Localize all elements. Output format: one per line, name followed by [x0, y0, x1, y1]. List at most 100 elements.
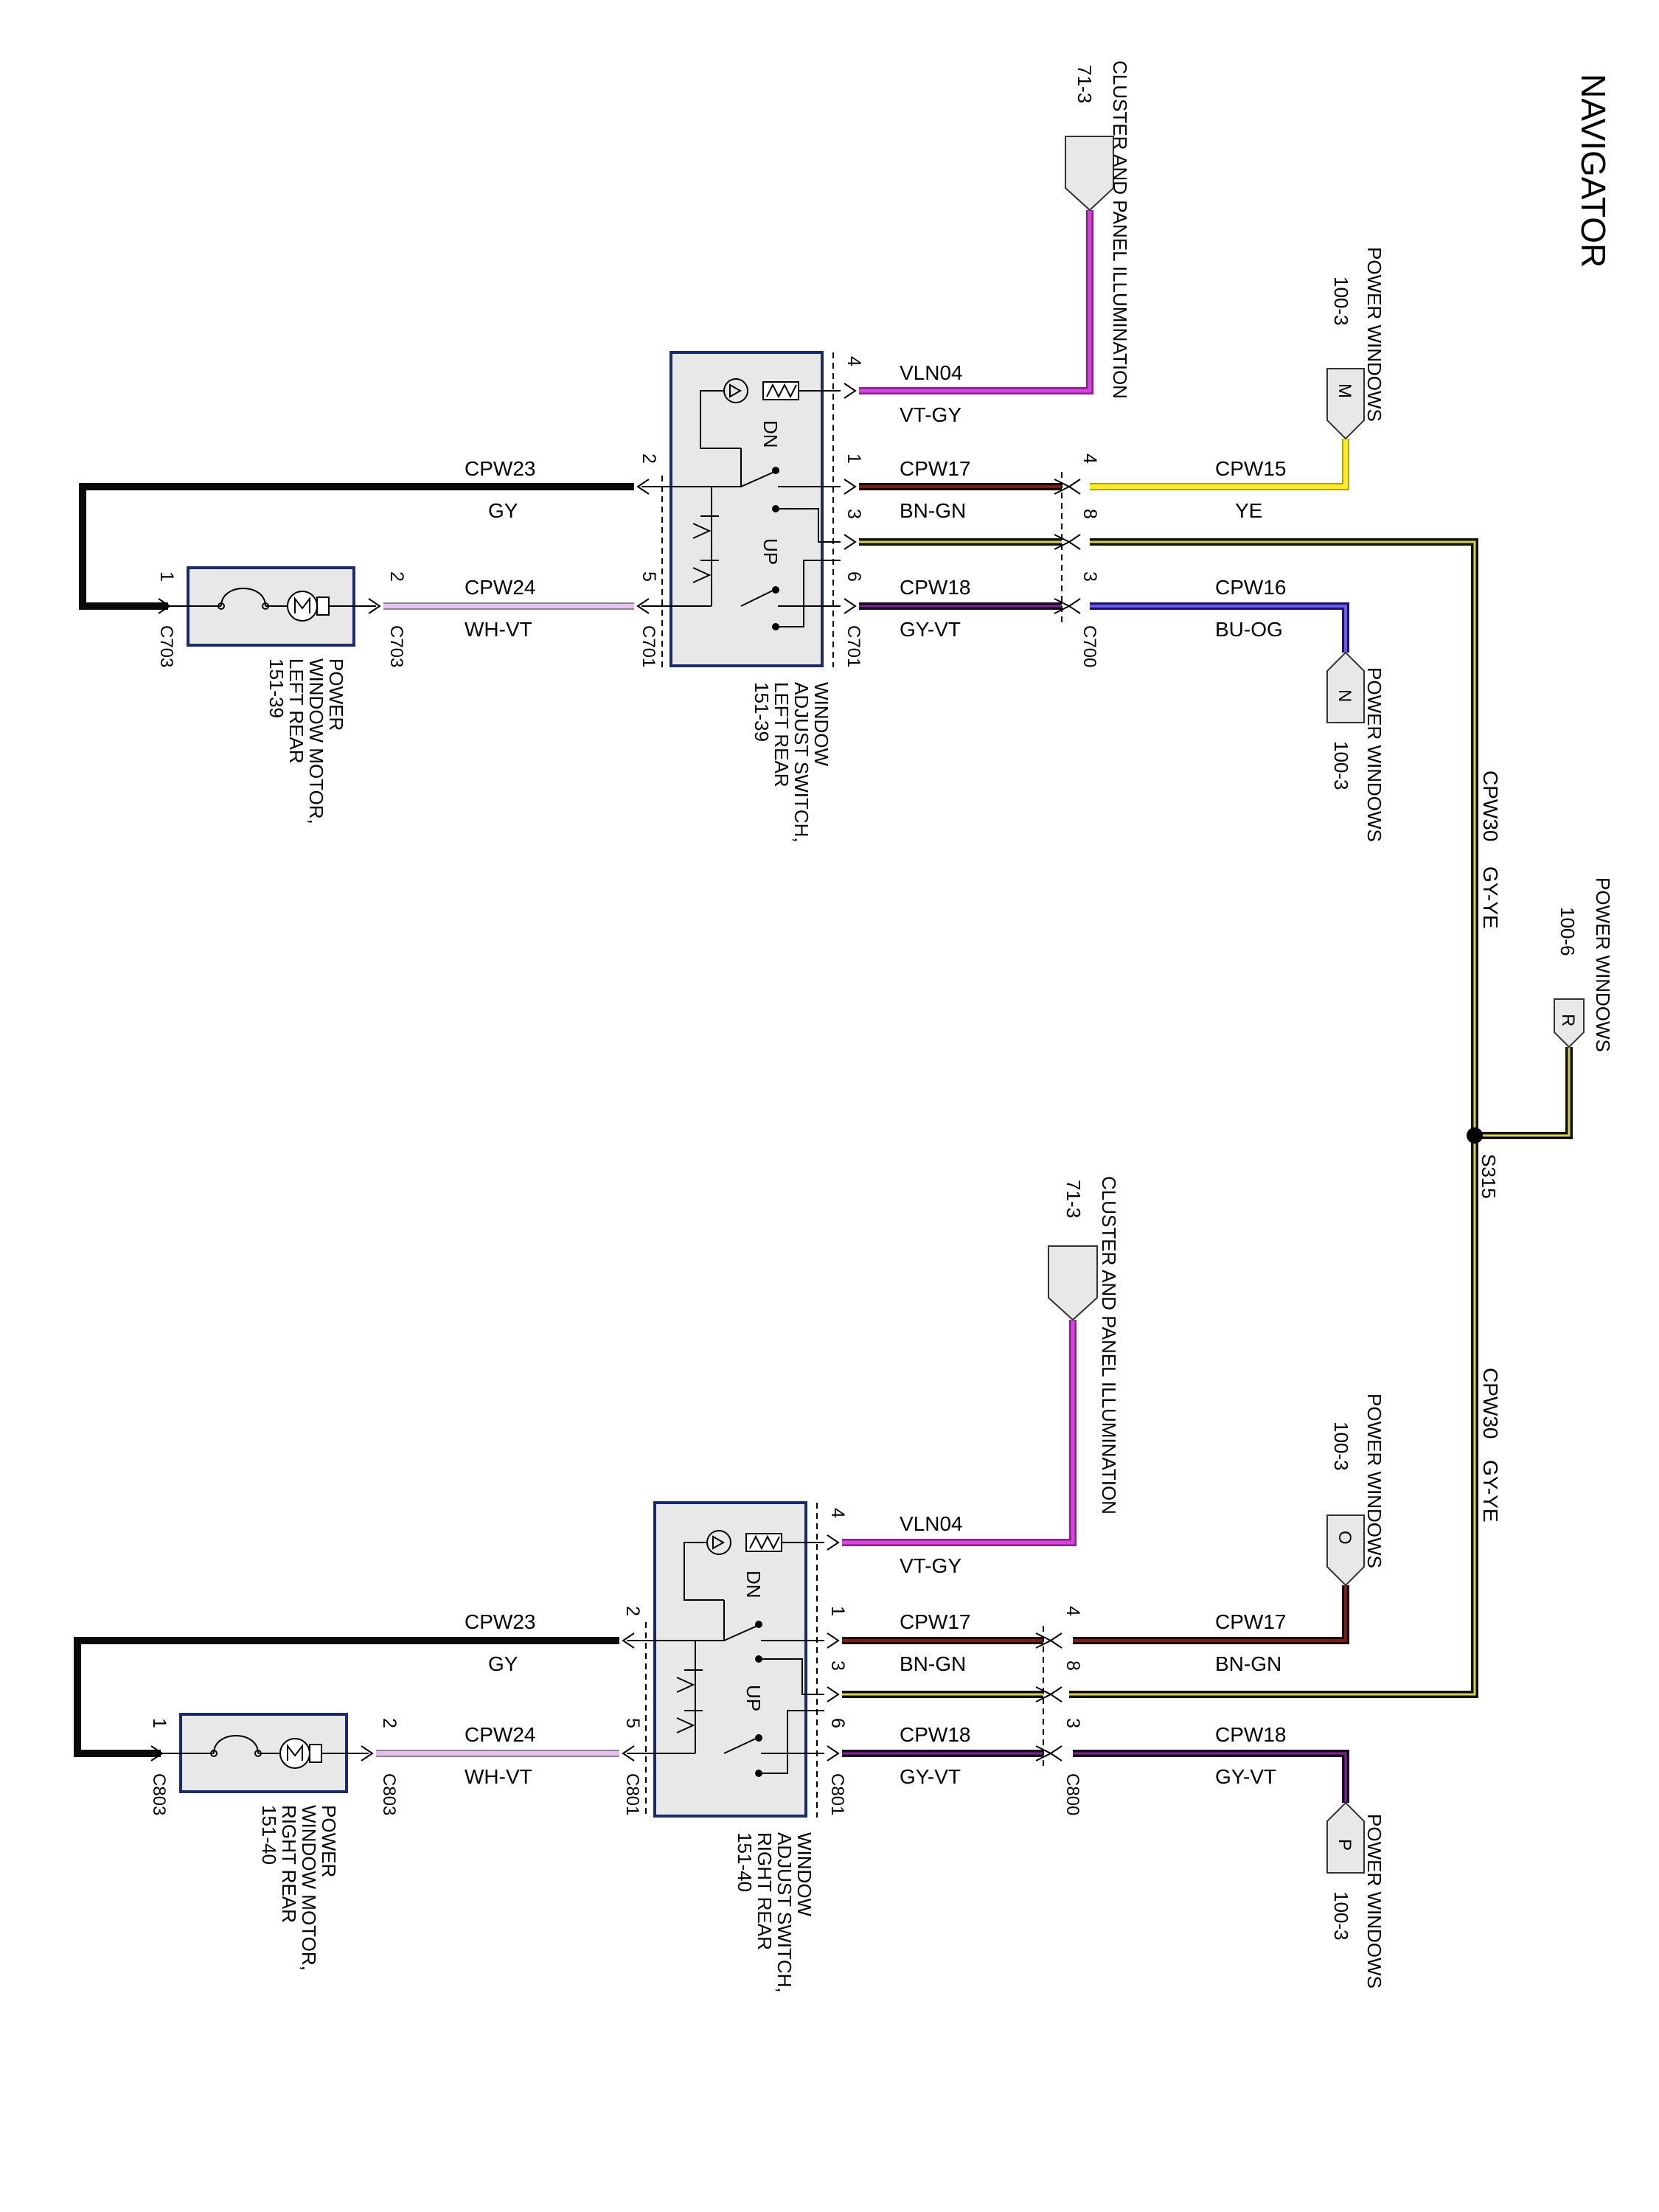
- rr-conn-switch-left: C801: [622, 1773, 642, 1815]
- lr-illum-circuit: VLN04: [900, 361, 963, 384]
- rr-gy-circuit: CPW23: [465, 1610, 535, 1633]
- terminal-m: M: [1326, 368, 1365, 440]
- left-rear-circuit: DN UP: [79, 210, 1349, 667]
- ref-n-page: 100-3: [1330, 741, 1352, 790]
- svg-text:N: N: [1335, 689, 1354, 702]
- rr-c-circuit: CPW18: [900, 1723, 970, 1746]
- terminal-cluster-bottom: [1048, 1245, 1098, 1321]
- rr-c-color: GY-VT: [900, 1765, 961, 1788]
- lr-a-far-circuit: CPW15: [1215, 457, 1286, 480]
- terminal-r: R: [1554, 998, 1585, 1048]
- rr-gy-pin-sw: 2: [622, 1606, 643, 1616]
- ref-o-label: POWER WINDOWS: [1363, 1394, 1385, 1568]
- rr-c-far-color: GY-VT: [1215, 1765, 1276, 1788]
- lr-gy-pin-motor: 1: [156, 571, 177, 582]
- rr-gy-color: GY: [488, 1652, 518, 1675]
- rr-switch-page: 151-40: [734, 1832, 756, 1892]
- lr-conn-switch-left: C701: [639, 625, 658, 667]
- rr-motor-label-3: RIGHT REAR: [278, 1805, 300, 1923]
- svg-text:O: O: [1335, 1531, 1354, 1545]
- lr-wv-circuit: CPW24: [465, 576, 535, 599]
- lr-a-pin-sw: 1: [844, 453, 864, 464]
- ref-m-label: POWER WINDOWS: [1363, 247, 1385, 422]
- svg-text:M: M: [1335, 383, 1354, 398]
- rr-a-pin-sw: 1: [827, 1606, 848, 1616]
- right-switch-up: UP: [742, 1685, 765, 1711]
- lr-wv-pin-motor: 2: [386, 571, 407, 582]
- lr-gy-circuit: CPW23: [465, 457, 535, 480]
- rr-conn-motor-right: C803: [379, 1773, 399, 1815]
- ref-r-label: POWER WINDOWS: [1592, 877, 1614, 1052]
- cluster-ref-label-top: CLUSTER AND PANEL ILLUMINATION: [1109, 60, 1131, 399]
- diagram-title: NAVIGATOR: [1574, 74, 1613, 268]
- rr-b-pin-sw: 3: [827, 1660, 848, 1671]
- ref-o-page: 100-3: [1330, 1422, 1352, 1471]
- rr-c-far-circuit: CPW18: [1215, 1723, 1286, 1746]
- cluster-ref-page-top: 71-3: [1074, 65, 1096, 103]
- terminal-p: P: [1326, 1801, 1365, 1874]
- cluster-ref-page-bottom: 71-3: [1062, 1180, 1085, 1218]
- ref-p-page: 100-3: [1330, 1891, 1352, 1941]
- lr-switch-page: 151-39: [751, 682, 773, 742]
- trunk-circuit-label-top: CPW30: [1479, 771, 1502, 841]
- ref-r-page: 100-6: [1557, 907, 1579, 956]
- rr-conn-inline: C800: [1062, 1773, 1082, 1815]
- trunk-color-label-top: GY-YE: [1479, 866, 1502, 929]
- terminal-cluster-top: [1065, 136, 1114, 212]
- splice-label: S315: [1478, 1154, 1500, 1199]
- lr-conn-motor-left: C703: [156, 625, 176, 667]
- rr-switch-label-3: RIGHT REAR: [754, 1832, 776, 1950]
- lr-wv-pin-sw: 5: [639, 571, 659, 582]
- left-switch-up: UP: [759, 538, 782, 565]
- splice-s315: [1467, 1127, 1483, 1144]
- rr-a-pin-in: 4: [1062, 1606, 1083, 1616]
- trunk-circuit-label-bottom: CPW30: [1479, 1368, 1502, 1439]
- lr-gy-color: GY: [488, 499, 518, 522]
- rr-motor-label-2: WINDOW MOTOR,: [298, 1805, 320, 1971]
- terminal-n: N: [1326, 651, 1365, 723]
- rr-a-far-circuit: CPW17: [1215, 1610, 1286, 1633]
- lr-c-circuit: CPW18: [900, 576, 970, 599]
- terminal-o: O: [1326, 1514, 1365, 1587]
- lr-b-pin-in: 8: [1079, 509, 1100, 519]
- rr-wv-pin-sw: 5: [622, 1718, 643, 1728]
- lr-motor-page: 151-39: [265, 658, 288, 718]
- lr-motor-label-3: LEFT REAR: [285, 658, 307, 764]
- rr-wv-pin-motor: 2: [379, 1718, 400, 1728]
- ref-n-label: POWER WINDOWS: [1363, 667, 1385, 842]
- rr-conn-switch-right: C801: [827, 1773, 847, 1815]
- lr-conn-motor-right: C703: [386, 625, 406, 667]
- lr-c-color: GY-VT: [900, 618, 961, 641]
- rr-motor-page: 151-40: [258, 1805, 280, 1865]
- rr-c-pin-in: 3: [1062, 1718, 1083, 1728]
- rr-motor-label-1: POWER: [318, 1805, 340, 1877]
- lr-c-pin-in: 3: [1079, 571, 1100, 582]
- lr-motor-label-2: WINDOW MOTOR,: [305, 658, 327, 824]
- rr-a-circuit: CPW17: [900, 1610, 970, 1633]
- lr-b-pin-sw: 3: [844, 509, 864, 519]
- rr-wv-circuit: CPW24: [465, 1723, 535, 1746]
- rr-illum-pin: 4: [827, 1508, 848, 1518]
- lr-c-far-circuit: CPW16: [1215, 576, 1286, 599]
- rr-c-pin-sw: 6: [827, 1718, 848, 1728]
- lr-switch-label-3: LEFT REAR: [771, 682, 793, 787]
- lr-illum-pin: 4: [844, 356, 864, 366]
- rr-wv-color: WH-VT: [465, 1765, 532, 1788]
- svg-text:R: R: [1558, 1014, 1578, 1026]
- right-rear-circuit: DN UP: [74, 1320, 1349, 1818]
- lr-illum-color: VT-GY: [900, 403, 961, 426]
- lr-a-color: BN-GN: [900, 499, 966, 522]
- lr-gy-pin-sw: 2: [639, 453, 659, 464]
- cluster-ref-label-bottom: CLUSTER AND PANEL ILLUMINATION: [1098, 1176, 1120, 1514]
- lr-c-far-color: BU-OG: [1215, 618, 1283, 641]
- rr-illum-circuit: VLN04: [900, 1512, 963, 1535]
- rr-conn-motor-left: C803: [149, 1773, 169, 1815]
- rr-switch-label-2: ADJUST SWITCH,: [773, 1832, 796, 1993]
- rr-illum-color: VT-GY: [900, 1554, 961, 1577]
- ref-m-page: 100-3: [1330, 276, 1352, 326]
- rr-a-color: BN-GN: [900, 1652, 966, 1675]
- left-switch-dn: DN: [759, 420, 782, 448]
- rr-gy-pin-motor: 1: [149, 1718, 170, 1728]
- lr-wv-color: WH-VT: [465, 618, 532, 641]
